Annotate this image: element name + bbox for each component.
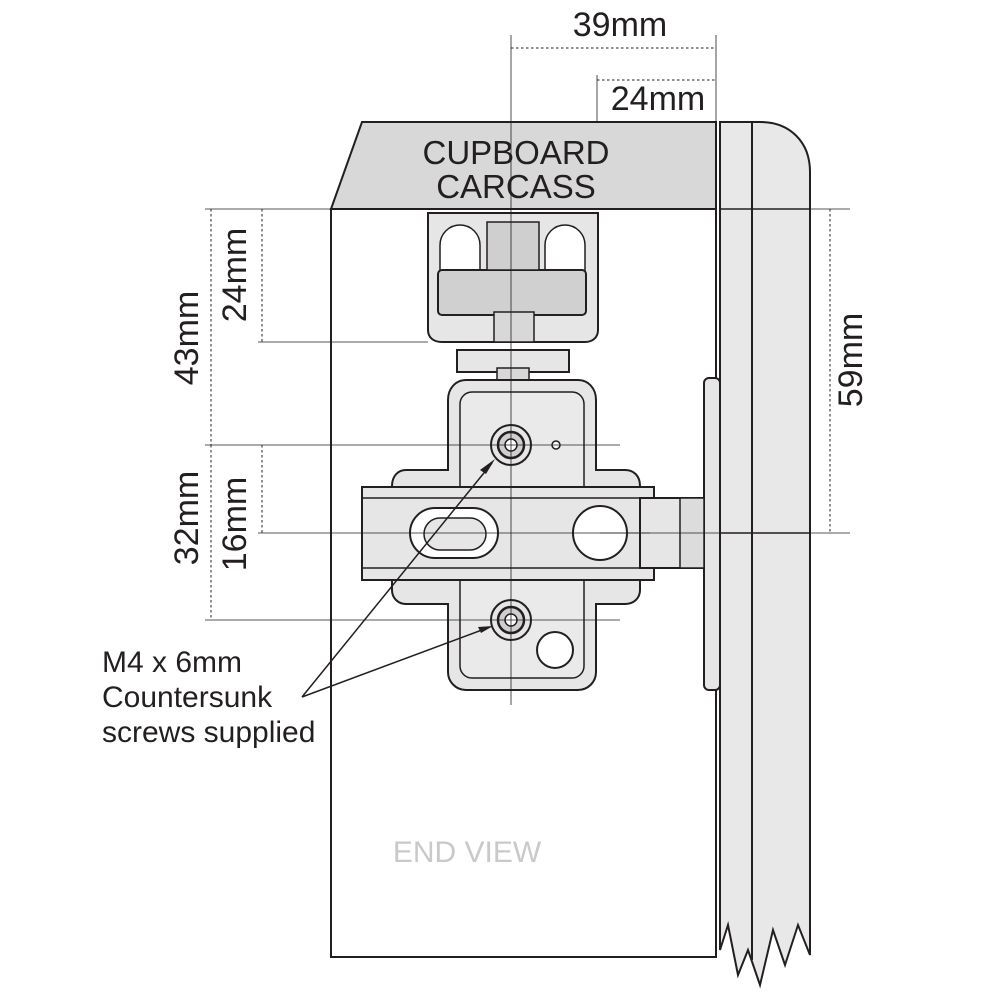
end-view-label: END VIEW bbox=[393, 836, 542, 869]
dim-32mm: 32mm bbox=[168, 471, 206, 565]
dim-16mm: 16mm bbox=[216, 477, 254, 571]
door-panel bbox=[719, 121, 811, 989]
extension-lines bbox=[205, 35, 850, 621]
dim-59mm: 59mm bbox=[832, 313, 870, 407]
screw-callout-line1: M4 x 6mm bbox=[102, 646, 242, 679]
carcass-label-line2: CARCASS bbox=[436, 168, 596, 205]
dim-24mm-left: 24mm bbox=[216, 228, 254, 322]
dim-39mm: 39mm bbox=[573, 6, 667, 44]
dim-43mm: 43mm bbox=[168, 291, 206, 385]
hinge-arm bbox=[361, 486, 705, 581]
top-mounting-bracket bbox=[427, 212, 599, 381]
screw-callout-line3: screws supplied bbox=[102, 716, 315, 749]
screw-callout-line2: Countersunk bbox=[102, 681, 273, 714]
carcass-label-line1: CUPBOARD bbox=[422, 134, 609, 171]
dim-24mm-top: 24mm bbox=[611, 80, 705, 118]
dimension-lines bbox=[210, 47, 831, 620]
door-mount-strip bbox=[703, 377, 721, 691]
screw-callout-leaders bbox=[301, 459, 495, 698]
